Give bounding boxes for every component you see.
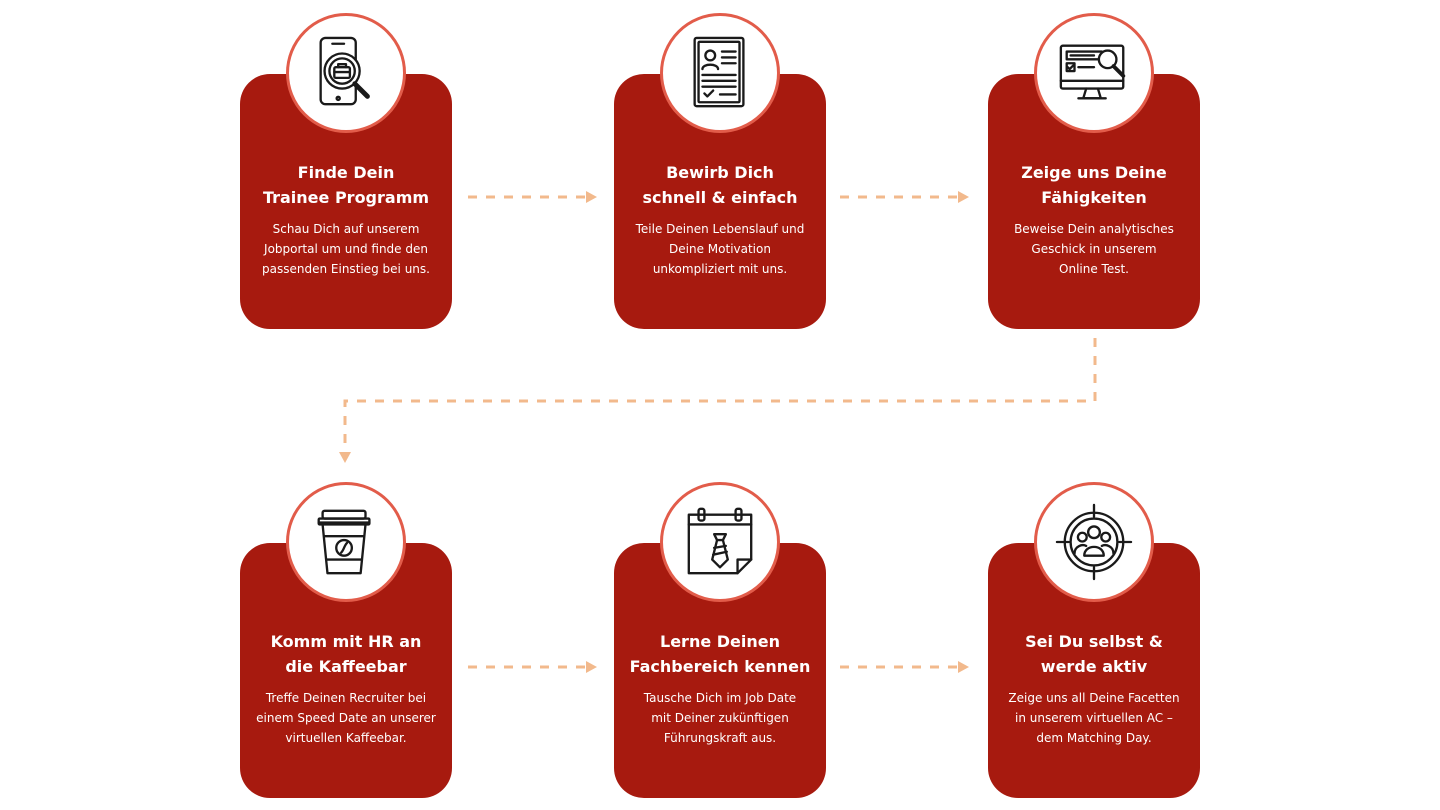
step-description: Schau Dich auf unserem Jobportal um und … bbox=[262, 222, 430, 276]
arrowhead-2-3 bbox=[958, 191, 969, 203]
phone-search-briefcase-icon bbox=[286, 13, 406, 133]
arrowhead-4-5 bbox=[586, 661, 597, 673]
step-title: Zeige uns Deine Fähigkeiten bbox=[1021, 163, 1167, 207]
step-title: Komm mit HR an die Kaffeebar bbox=[270, 632, 422, 676]
step-description: Beweise Dein analytisches Geschick in un… bbox=[1014, 222, 1174, 276]
step-title: Finde Dein Trainee Programm bbox=[262, 163, 430, 207]
arrowhead-1-2 bbox=[586, 191, 597, 203]
step-card-2: Bewirb Dich schnell & einfach Teile Dein… bbox=[614, 74, 826, 329]
connector-3-4 bbox=[343, 338, 1097, 452]
step-description: Teile Deinen Lebenslauf und Deine Motiva… bbox=[635, 222, 805, 276]
step-title: Lerne Deinen Fachbereich kennen bbox=[629, 632, 811, 676]
target-group-icon bbox=[1034, 482, 1154, 602]
arrowhead-5-6 bbox=[958, 661, 969, 673]
step-card-1: Finde Dein Trainee Programm Schau Dich a… bbox=[240, 74, 452, 329]
calendar-tie-icon bbox=[660, 482, 780, 602]
step-title: Bewirb Dich schnell & einfach bbox=[642, 163, 798, 207]
step-description: Zeige uns all Deine Facetten in unserem … bbox=[1008, 691, 1180, 745]
step-description: Tausche Dich im Job Date mit Deiner zukü… bbox=[643, 691, 797, 745]
step-description: Treffe Deinen Recruiter bei einem Speed … bbox=[256, 691, 436, 745]
step-title: Sei Du selbst & werde aktiv bbox=[1025, 632, 1163, 676]
coffee-cup-icon bbox=[286, 482, 406, 602]
resume-document-icon bbox=[660, 13, 780, 133]
monitor-test-icon bbox=[1034, 13, 1154, 133]
arrowhead-3-4 bbox=[339, 452, 351, 463]
